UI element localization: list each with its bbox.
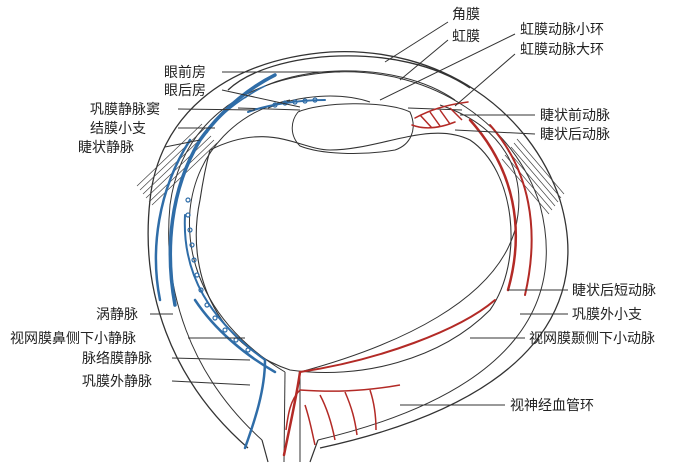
short-posterior-ciliary-path — [468, 118, 518, 292]
label-episcleral-branch: 巩膜外小支 — [572, 307, 642, 323]
label-anterior-chamber: 眼前房 — [164, 64, 206, 81]
choroidal-vein-dots — [185, 97, 318, 353]
retina-layer — [188, 99, 291, 373]
cornea-outer — [227, 55, 471, 91]
episcleral-branch-path — [489, 124, 533, 296]
leader-lines — [150, 21, 568, 406]
arterial-system — [282, 101, 533, 457]
iris-left — [237, 107, 301, 111]
episcleral-vein-path — [154, 138, 192, 302]
muscle-fibers-right — [501, 138, 565, 215]
sclera-outer — [147, 50, 569, 449]
lens — [291, 103, 414, 154]
optic-nerve — [261, 371, 319, 463]
label-cornea: 角膜 — [452, 7, 480, 23]
optic-vein-path — [243, 358, 267, 450]
anterior-segment — [227, 55, 471, 154]
eyeball-outline — [147, 50, 569, 449]
ciliary-artery-branches — [414, 101, 469, 119]
label-choroidal-vein: 脉络膜静脉 — [82, 351, 152, 367]
label-conjunctival-branch: 结膜小支 — [90, 121, 146, 137]
temporal-retinal-arteriole-path — [299, 299, 496, 373]
label-temporal-inferior-arteriole: 视网膜颞侧下小动脉 — [529, 331, 655, 347]
label-episcleral-vein: 巩膜外静脉 — [82, 374, 152, 390]
label-minor-circle: 虹膜动脉小环 — [520, 22, 604, 38]
label-major-circle: 虹膜动脉大环 — [520, 42, 604, 58]
nasal-retinal-venule-path — [183, 214, 266, 361]
retina-layer-right — [299, 104, 520, 373]
diagram-labels: 角膜 虹膜 虹膜动脉小环 虹膜动脉大环 眼前房 眼后房 巩膜静脉窦 结膜小支 睫… — [10, 7, 656, 414]
label-posterior-chamber: 眼后房 — [164, 83, 206, 99]
label-posterior-ciliary-artery: 睫状后动脉 — [540, 127, 610, 143]
optic-vascular-circle-branches — [285, 107, 463, 446]
sclera-inner — [168, 71, 547, 441]
label-optic-vascular-circle: 视神经血管环 — [510, 398, 594, 414]
label-anterior-ciliary-artery: 睫状前动脉 — [540, 107, 610, 124]
conjunctival-veins — [209, 85, 266, 129]
label-ciliary-vein: 睫状静脉 — [78, 140, 134, 156]
label-short-posterior-ciliary: 睫状后短动脉 — [572, 283, 656, 299]
label-nasal-inferior-venule: 视网膜鼻侧下小静脉 — [10, 330, 136, 347]
vitreous-boundary — [195, 132, 512, 373]
venous-system — [154, 73, 326, 450]
label-scleral-sinus: 巩膜静脉窦 — [90, 102, 160, 118]
label-vortex-vein: 涡静脉 — [96, 307, 138, 323]
optic-artery-path — [282, 370, 302, 457]
vortex-vein-path — [168, 73, 277, 307]
iris-major-circle-path — [411, 121, 456, 129]
label-iris: 虹膜 — [452, 29, 480, 45]
